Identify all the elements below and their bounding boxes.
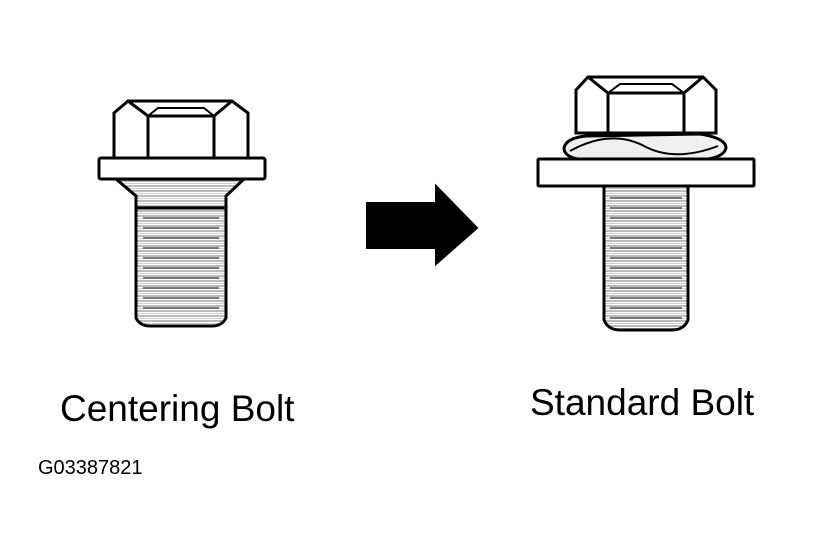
centering-bolt-caption: Centering Bolt — [60, 388, 295, 429]
right-arrow-icon — [366, 183, 479, 267]
standard-bolt-flat-washer — [536, 157, 756, 188]
centering-bolt — [97, 99, 267, 328]
centering-bolt-hex-head — [112, 99, 250, 160]
standard-bolt — [536, 75, 756, 332]
standard-bolt-hex-head — [574, 75, 718, 135]
centering-bolt-flange — [97, 156, 267, 181]
standard-bolt-caption: Standard Bolt — [530, 382, 755, 423]
centering-bolt-shoulder — [111, 177, 248, 210]
figure-code: G03387821 — [38, 457, 143, 479]
